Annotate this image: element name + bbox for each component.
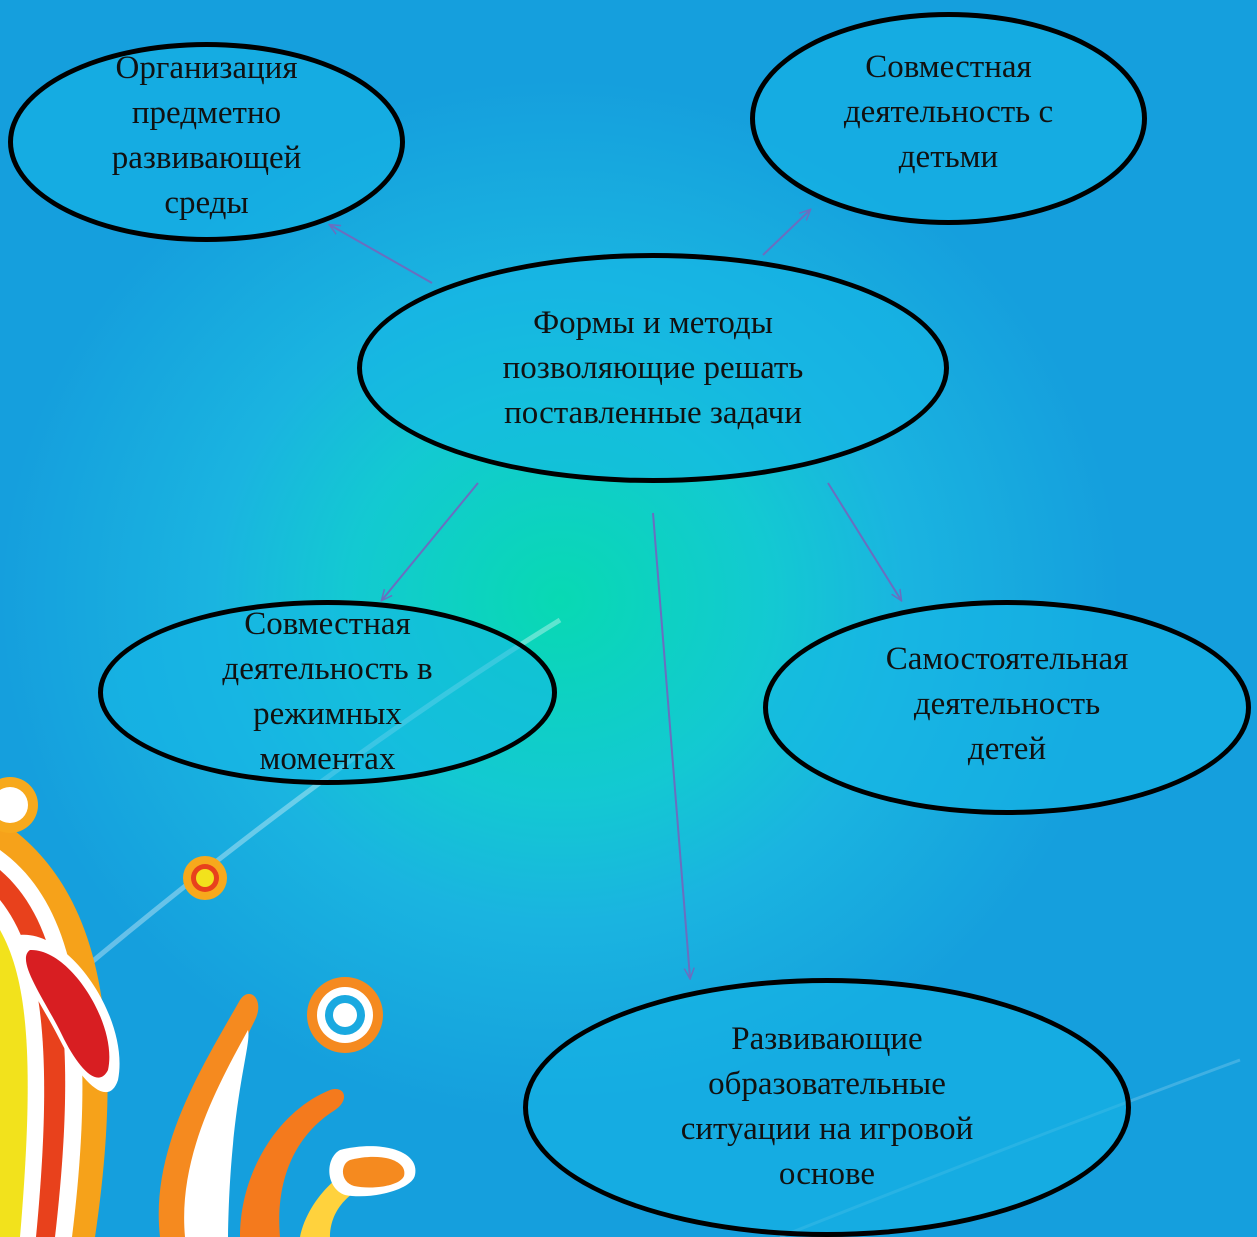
node-environment-label: Организация предметно развивающей среды: [111, 50, 302, 221]
arrow-to-independent: [827, 482, 901, 600]
node-environment: Организация предметно развивающей среды: [8, 42, 405, 242]
node-situations: Развивающие образовательные ситуации на …: [523, 978, 1131, 1237]
node-joint-routine: Совместная деятельность в режимных момен…: [98, 600, 557, 785]
arrow-to-joint-routine: [382, 482, 479, 600]
node-joint-routine-label: Совместная деятельность в режимных момен…: [222, 605, 433, 777]
arrow-to-situations: [652, 512, 690, 978]
node-independent-label: Самостоятельная деятельность детей: [885, 641, 1129, 767]
node-independent: Самостоятельная деятельность детей: [763, 600, 1251, 815]
center-node-label: Формы и методы позволяющие решать постав…: [502, 304, 804, 431]
node-joint-children-label: Совместная деятельность с детьми: [843, 49, 1054, 175]
node-joint-children: Совместная деятельность с детьми: [750, 12, 1147, 225]
center-node: Формы и методы позволяющие решать постав…: [357, 253, 949, 483]
arrow-to-joint-children: [762, 210, 810, 256]
node-situations-label: Развивающие образовательные ситуации на …: [680, 1020, 974, 1192]
arrow-to-environment: [330, 225, 433, 284]
